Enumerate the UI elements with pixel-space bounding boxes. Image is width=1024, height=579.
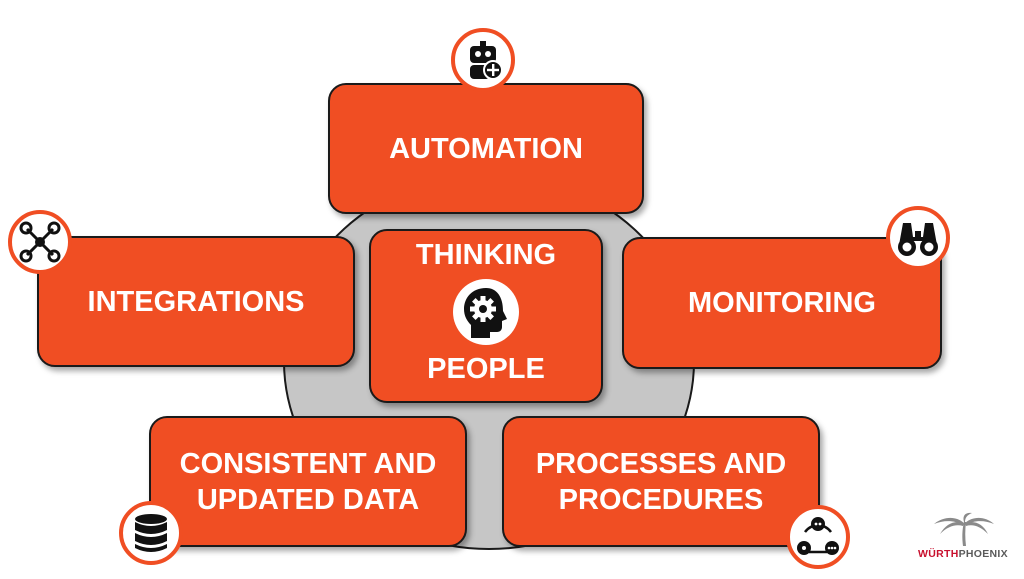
processes-label: PROCESSES AND PROCEDURES — [535, 447, 787, 516]
automation-box: AUTOMATION — [328, 83, 644, 214]
automation-label: AUTOMATION — [389, 132, 583, 165]
logo-wurth-text: WÜRTH — [918, 548, 959, 560]
process-cycle-icon — [786, 505, 850, 569]
monitoring-label: MONITORING — [688, 287, 876, 319]
robot-plus-icon — [451, 28, 515, 92]
monitoring-box: MONITORING — [622, 237, 942, 369]
head-gear-icon — [453, 279, 519, 345]
thinking-people-box: THINKING PEOPLE — [369, 229, 603, 403]
logo-phoenix-text: PHOENIX — [958, 548, 1008, 560]
logo-wordmark: WÜRTHPHOENIX — [908, 548, 1018, 560]
data-box: CONSISTENT AND UPDATED DATA — [149, 416, 467, 547]
center-line1: THINKING — [415, 239, 557, 271]
wurth-phoenix-logo: WÜRTHPHOENIX — [908, 510, 1018, 566]
integrations-label: INTEGRATIONS — [87, 285, 305, 318]
database-icon — [119, 501, 183, 565]
network-nodes-icon — [8, 210, 72, 274]
binoculars-icon — [886, 206, 950, 270]
center-line2: PEOPLE — [427, 353, 545, 385]
integrations-box: INTEGRATIONS — [37, 236, 355, 367]
palm-logo-icon — [934, 512, 994, 546]
processes-box: PROCESSES AND PROCEDURES — [502, 416, 820, 547]
data-label: CONSISTENT AND UPDATED DATA — [179, 447, 437, 516]
